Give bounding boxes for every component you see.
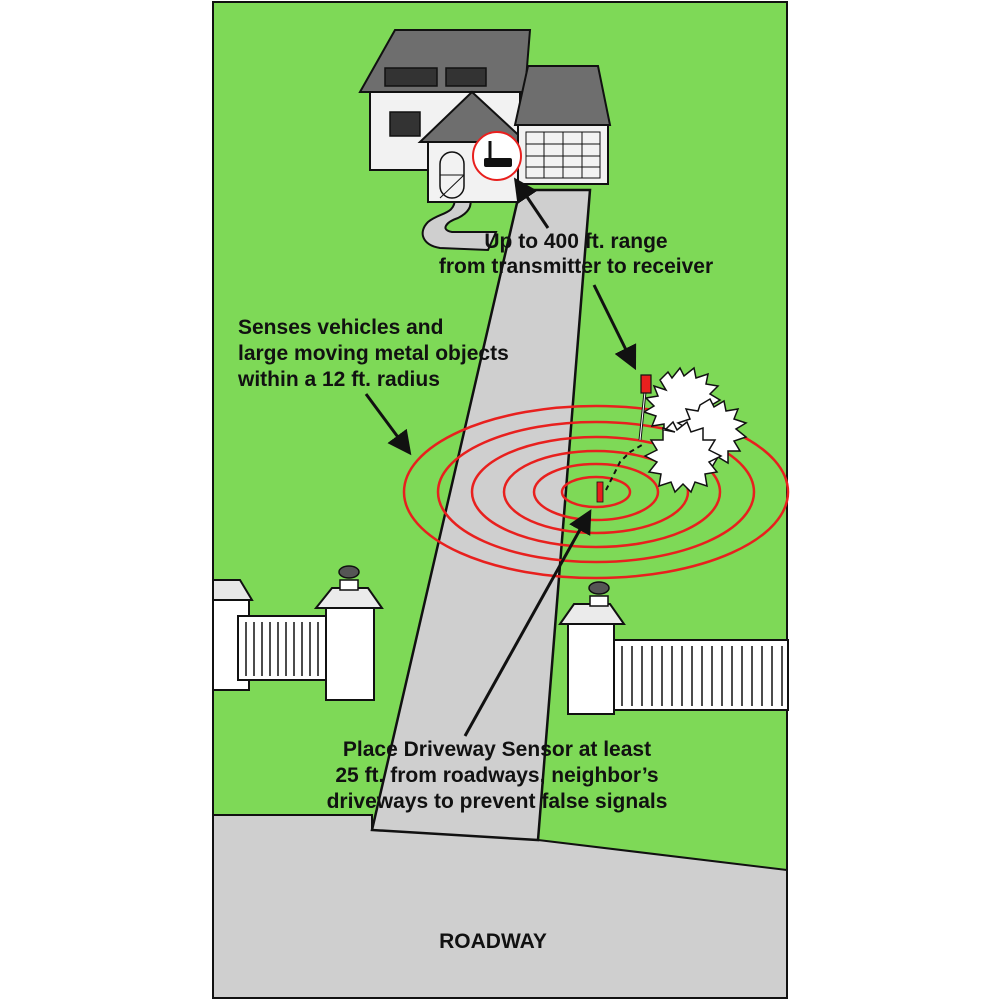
right-gate (558, 581, 789, 715)
walkway (421, 197, 498, 252)
label-roadway: ROADWAY (439, 930, 547, 953)
label-place-line2: 25 ft. from roadways, neighbor’s (335, 764, 658, 787)
label-range-line1: Up to 400 ft. range (484, 230, 667, 253)
driveway-sensor-icon (596, 481, 604, 503)
receiver-post-icon (638, 374, 652, 441)
label-placement: Place Driveway Sensor at least 25 ft. fr… (327, 738, 668, 813)
left-gate (212, 565, 384, 701)
callout-arrows (364, 177, 637, 737)
arrow-to-receiver (513, 177, 550, 229)
label-place-line1: Place Driveway Sensor at least (343, 738, 651, 761)
label-senses-line2: large moving metal objects (238, 342, 509, 365)
driveway (370, 188, 592, 842)
label-senses: Senses vehicles and large moving metal o… (237, 316, 509, 391)
sensor-range-rings (402, 404, 790, 580)
arrow-to-sensor (463, 509, 592, 737)
arrow-to-receiver-post (592, 284, 637, 371)
sensor-cable (605, 444, 643, 491)
label-senses-line3: within a 12 ft. radius (237, 368, 440, 391)
label-range-line2: from transmitter to receiver (439, 255, 713, 278)
label-place-line3: driveways to prevent false signals (327, 790, 668, 813)
wireless-receiver-icon (472, 131, 522, 181)
arrow-to-rings (364, 393, 412, 456)
bushes (642, 366, 748, 494)
label-range: Up to 400 ft. range from transmitter to … (439, 230, 713, 278)
label-senses-line1: Senses vehicles and (238, 316, 443, 339)
